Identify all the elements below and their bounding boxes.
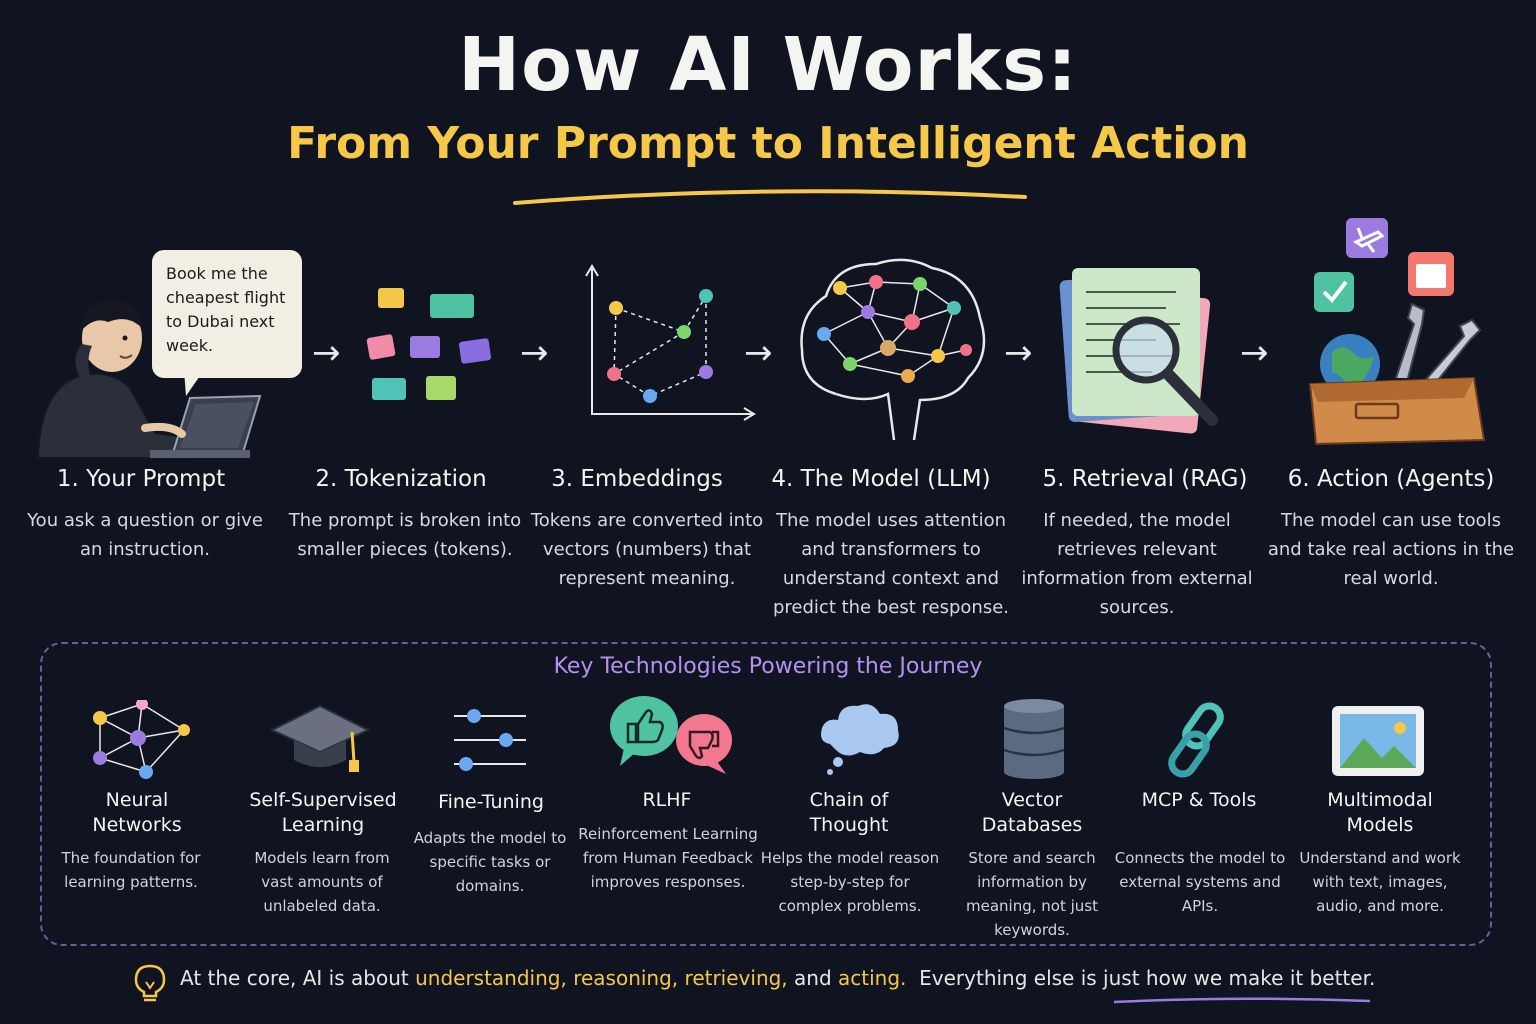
subtitle-underline xyxy=(513,189,1027,205)
footer-word-retrieving: retrieving, xyxy=(684,966,788,990)
key-technologies-heading: Key Technologies Powering the Journey xyxy=(553,654,983,679)
step-1-title: 1. Your Prompt xyxy=(56,466,226,492)
sliders-icon xyxy=(454,709,526,771)
step-4-title: 4. The Model (LLM) xyxy=(771,466,991,492)
arrow-3-4: → xyxy=(744,333,773,373)
tech-2-title: Self-Supervised Learning xyxy=(249,789,397,836)
arrow-2-3: → xyxy=(520,333,549,373)
step-6-title: 6. Action (Agents) xyxy=(1287,466,1495,492)
tech-4-desc: Reinforcement Learning from Human Feedba… xyxy=(578,825,758,891)
tokens-icon xyxy=(366,288,491,400)
person-laptop-icon xyxy=(36,299,262,459)
embeddings-plot-icon xyxy=(585,264,756,421)
tech-3-desc: Adapts the model to specific tasks or do… xyxy=(413,829,567,895)
page-title: How AI Works: xyxy=(458,22,1078,108)
tech-7-title: MCP & Tools xyxy=(1141,789,1257,811)
step-5-desc: If needed, the model retrieves relevant … xyxy=(1021,510,1253,618)
network-icon xyxy=(93,700,190,779)
thumbs-feedback-icon xyxy=(610,696,732,774)
footer-part2: Everything else is just how we make it b… xyxy=(919,966,1376,990)
step-3-title: 3. Embeddings xyxy=(551,466,723,492)
tech-3-title: Fine-Tuning xyxy=(438,791,544,813)
prompt-speech-bubble: Book me the cheapest flight to Dubai nex… xyxy=(152,250,302,378)
footer-word-acting: acting. xyxy=(838,966,907,990)
footer-word-reasoning: reasoning, xyxy=(573,966,679,990)
step-5-title: 5. Retrieval (RAG) xyxy=(1042,466,1248,492)
step-6-desc: The model can use tools and take real ac… xyxy=(1267,510,1515,589)
step-2-desc: The prompt is broken into smaller pieces… xyxy=(288,510,522,560)
tech-5-title: Chain of Thought xyxy=(809,789,889,836)
footer-underline xyxy=(1113,997,1371,1004)
footer-part1: At the core, AI is about xyxy=(180,966,409,990)
bubble-tail xyxy=(184,370,204,396)
toolbox-agents-icon xyxy=(1308,218,1486,446)
tech-1-desc: The foundation for learning patterns. xyxy=(61,849,201,891)
graduation-cap-icon xyxy=(270,704,370,772)
key-technologies-panel xyxy=(40,642,1492,946)
step-2-title: 2. Tokenization xyxy=(315,466,487,492)
arrow-4-5: → xyxy=(1004,333,1033,373)
footer-word-understanding: understanding, xyxy=(415,966,567,990)
step-3-desc: Tokens are converted into vectors (numbe… xyxy=(530,510,764,589)
arrow-5-6: → xyxy=(1240,333,1269,373)
thought-cloud-icon xyxy=(821,704,899,775)
tech-1-title: Neural Networks xyxy=(92,789,182,836)
arrow-1-2: → xyxy=(312,333,341,373)
brain-network-icon xyxy=(800,258,986,441)
tech-4-title: RLHF xyxy=(642,789,692,811)
tech-2-desc: Models learn from vast amounts of unlabe… xyxy=(254,849,390,915)
image-icon xyxy=(1332,706,1424,776)
tech-7-desc: Connects the model to external systems a… xyxy=(1114,849,1286,915)
lightbulb-icon xyxy=(134,964,166,1002)
tech-8-title: Multimodal Models xyxy=(1327,789,1433,836)
footer-summary: At the core, AI is about understanding, … xyxy=(180,966,1480,990)
tech-6-desc: Store and search information by meaning,… xyxy=(966,849,1098,939)
tech-6-title: Vector Databases xyxy=(981,789,1083,836)
footer-and: and xyxy=(794,966,832,990)
step-1-desc: You ask a question or give an instructio… xyxy=(27,510,263,560)
tech-8-desc: Understand and work with text, images, a… xyxy=(1299,849,1461,915)
page-subtitle: From Your Prompt to Intelligent Action xyxy=(287,118,1249,169)
chain-link-icon xyxy=(1168,702,1224,778)
step-4-desc: The model uses attention and transformer… xyxy=(772,510,1009,618)
document-search-icon xyxy=(1059,268,1218,434)
tech-5-desc: Helps the model reason step-by-step for … xyxy=(760,849,940,915)
database-icon xyxy=(1003,699,1065,779)
